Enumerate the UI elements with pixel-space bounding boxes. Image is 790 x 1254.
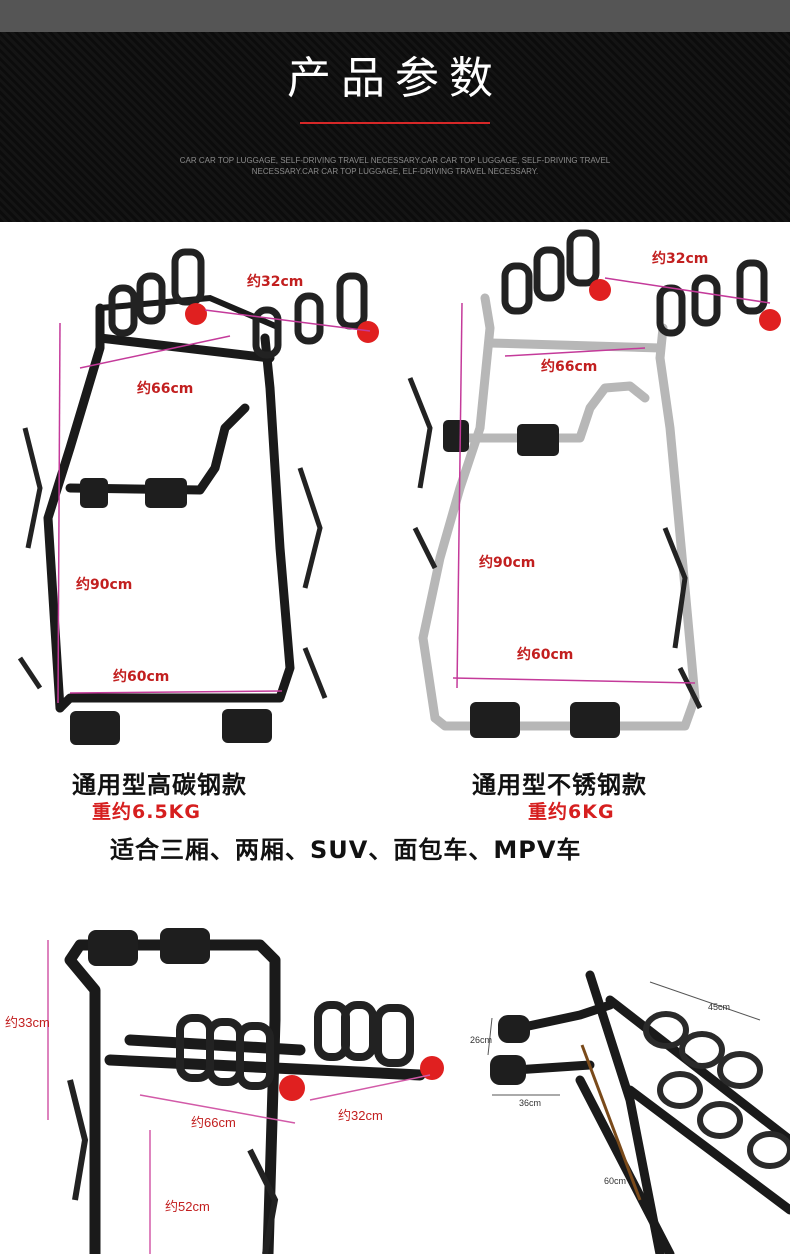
side-dim-arm: 45cm (708, 1002, 731, 1012)
side-dim-pad-height: 26cm (470, 1035, 493, 1045)
carbon-rack-illustration (17, 248, 379, 745)
header-banner (0, 32, 790, 222)
vehicle-compatibility: 适合三厢、两厢、SUV、面包车、MPV车 (110, 836, 582, 864)
front-dim-height: 约33cm (5, 1015, 50, 1030)
steel-model-name: 通用型不锈钢款 (472, 771, 647, 799)
title-underline (300, 122, 490, 124)
carbon-model-name: 通用型高碳钢款 (72, 771, 247, 799)
header-subtitle: CAR CAR TOP LUGGAGE, SELF-DRIVING TRAVEL… (179, 156, 611, 176)
steel-rack-photo (395, 228, 790, 758)
top-bar (0, 0, 790, 32)
steel-dim-bottom: 约60cm (517, 647, 574, 663)
carbon-dim-mid: 约66cm (137, 381, 194, 397)
carbon-dim-height: 约90cm (76, 577, 133, 593)
detail-front-photo (0, 900, 450, 1254)
front-dim-arm: 约32cm (338, 1108, 383, 1123)
carbon-dim-bottom: 约60cm (113, 669, 170, 685)
side-dim-pad-width: 36cm (519, 1098, 542, 1108)
detail-side-photo (470, 960, 790, 1254)
steel-dim-mid: 约66cm (541, 359, 598, 375)
steel-rack-illustration (407, 229, 781, 738)
front-dim-width: 约66cm (191, 1115, 236, 1130)
side-dim-lower: 60cm (604, 1176, 627, 1186)
carbon-model-weight: 重约6.5KG (92, 801, 201, 823)
front-dim-lower: 约52cm (165, 1199, 210, 1214)
detail-side-illustration (487, 970, 790, 1254)
page-title: 产品参数 (287, 53, 503, 104)
steel-model-weight: 重约6KG (528, 801, 615, 823)
detail-front-illustration (47, 928, 444, 1254)
steel-dim-top: 约32cm (652, 251, 709, 267)
steel-dim-height: 约90cm (479, 555, 536, 571)
carbon-dim-top: 约32cm (247, 274, 304, 290)
carbon-rack-photo (0, 228, 395, 758)
